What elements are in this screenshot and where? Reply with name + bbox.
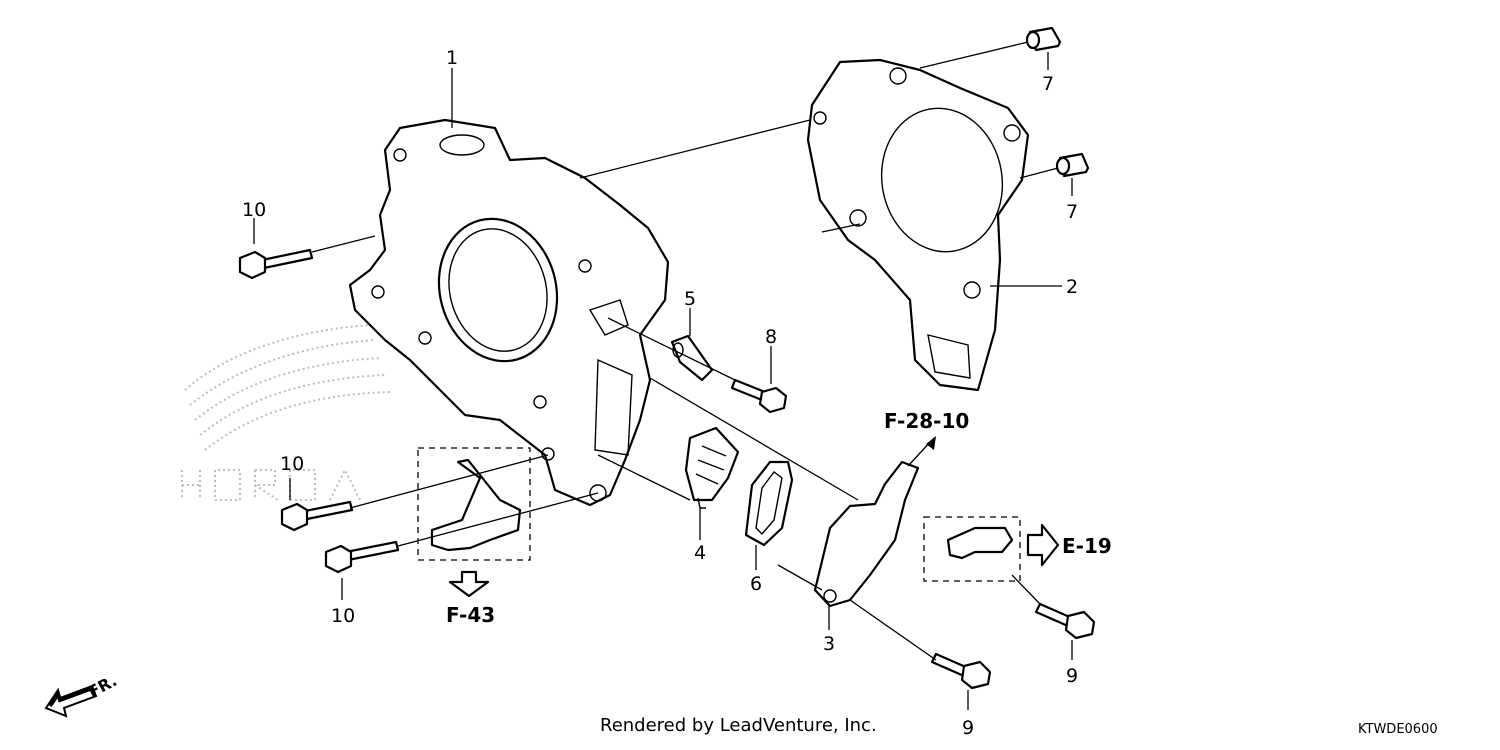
arrow-f28-10	[926, 436, 936, 450]
callout-4: 4	[694, 542, 706, 564]
callout-3: 3	[823, 633, 835, 655]
callout-10-lower: 10	[331, 605, 355, 627]
callout-6: 6	[750, 573, 762, 595]
reference-e19[interactable]: E-19	[1062, 534, 1112, 558]
bolt-part-10-middle[interactable]	[280, 500, 354, 532]
dashed-box-e19	[923, 516, 1021, 582]
bolt-part-10-upper[interactable]	[238, 248, 314, 280]
callout-10-middle: 10	[280, 453, 304, 475]
diagram-code: KTWDE0600	[1358, 722, 1438, 737]
leader-lines	[253, 41, 1073, 710]
reed-valve-part-4[interactable]	[684, 426, 740, 509]
callout-2: 2	[1066, 276, 1078, 298]
bolt-part-8[interactable]	[730, 378, 788, 414]
clamp-e19[interactable]	[946, 526, 1014, 560]
callout-9-right: 9	[1066, 665, 1078, 687]
bolt-part-9-bottom[interactable]	[930, 652, 992, 690]
dashed-box-f43	[417, 447, 531, 561]
arrow-f43	[448, 570, 490, 598]
cylinder-part-1[interactable]	[348, 118, 670, 507]
callout-8: 8	[765, 326, 777, 348]
clip-part-5[interactable]	[670, 334, 714, 382]
gasket-part-2[interactable]	[806, 58, 1030, 392]
bolt-part-9-right[interactable]	[1034, 602, 1096, 640]
callout-10-upper: 10	[242, 199, 266, 221]
footer-credit: Rendered by LeadVenture, Inc.	[600, 715, 877, 736]
reference-f28-10[interactable]: F-28-10	[884, 409, 969, 433]
arrow-e19	[1026, 523, 1060, 567]
callout-7-lower: 7	[1066, 201, 1078, 223]
bracket-f43[interactable]	[430, 458, 522, 552]
callout-1: 1	[446, 47, 458, 69]
reference-f43[interactable]: F-43	[446, 603, 495, 627]
dowel-pin-part-7-lower[interactable]	[1055, 152, 1090, 178]
callout-7-upper: 7	[1042, 73, 1054, 95]
bolt-part-10-lower[interactable]	[324, 540, 400, 574]
callout-9-bottom: 9	[962, 717, 974, 739]
callout-5: 5	[684, 288, 696, 310]
dowel-pin-part-7-upper[interactable]	[1025, 26, 1062, 52]
gasket-part-6[interactable]	[744, 460, 794, 547]
front-direction-arrow-icon	[44, 684, 98, 718]
